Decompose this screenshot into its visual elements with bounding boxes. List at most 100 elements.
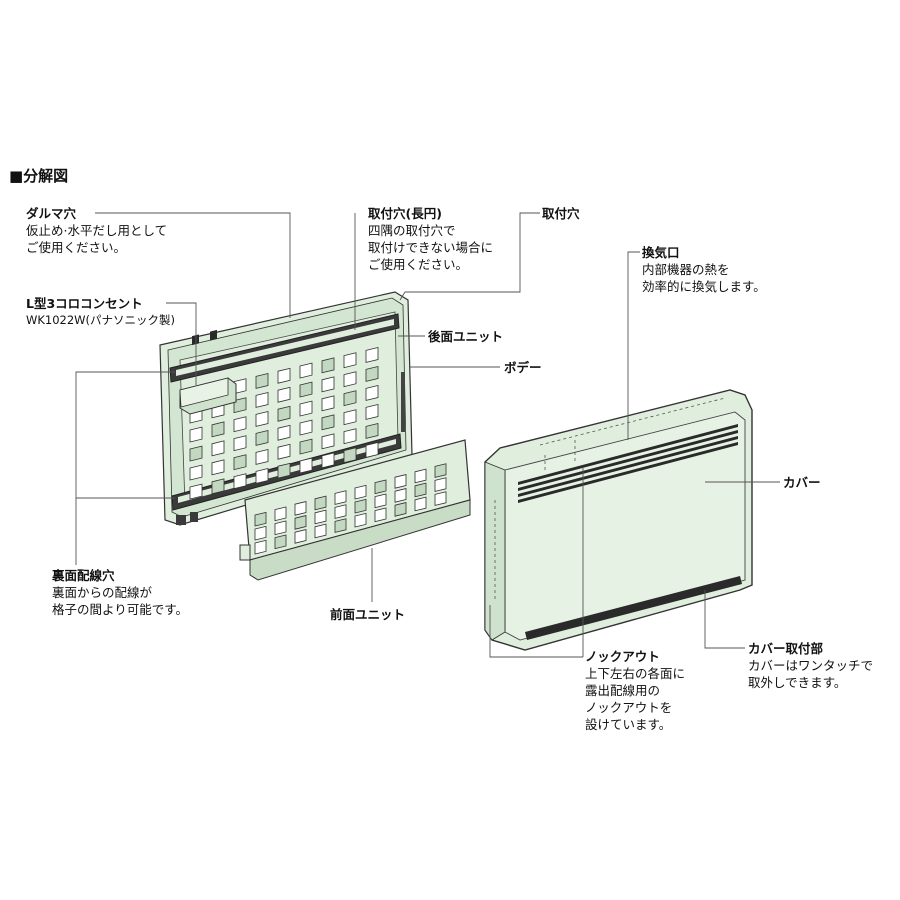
leader-knockout xyxy=(489,605,583,658)
label-daruma-title: ダルマ穴 xyxy=(26,206,77,221)
rear-grid-cell xyxy=(365,385,379,401)
label-body: ボデー xyxy=(504,359,542,376)
rear-grid-cell xyxy=(189,426,203,443)
front-grid-cell xyxy=(294,529,307,544)
leader-lines xyxy=(75,212,780,658)
rear-grid-cell xyxy=(299,438,313,455)
label-cover-mount: カバー取付部 カバーはワンタッチで 取外しできます。 xyxy=(748,640,873,691)
front-grid-cell xyxy=(354,498,367,514)
label-kanki-line1: 内部機器の熱を xyxy=(642,262,730,277)
front-grid-cell xyxy=(374,493,387,509)
body-side-holes xyxy=(401,372,405,432)
rear-grid-cell xyxy=(255,449,269,465)
front-grid-cell xyxy=(394,488,407,503)
label-cover-title: カバー xyxy=(783,475,821,490)
label-back-wiring-title: 裏面配線穴 xyxy=(52,568,115,583)
front-grid-cell xyxy=(374,479,387,495)
front-grid-cell xyxy=(274,520,287,536)
label-toritsuke-oval-line2: 取付けできない場合に xyxy=(368,240,494,255)
rear-grid-cell xyxy=(255,468,269,484)
rear-grid-cell xyxy=(233,473,247,490)
label-back-wiring-line2: 格子の間より可能です。 xyxy=(52,602,189,617)
rear-grid-cell xyxy=(299,400,313,417)
leader-cover-mount xyxy=(704,590,745,649)
leader-back-wiring xyxy=(75,371,175,565)
rear-grid-cell xyxy=(233,435,247,452)
rear-grid-cell xyxy=(343,390,357,407)
rear-unit-top-rail xyxy=(169,313,400,383)
front-grid-cell xyxy=(314,495,327,511)
label-knockout-line2: 露出配線用の xyxy=(585,683,661,698)
front-grid-cell xyxy=(434,491,447,506)
section-title: ■分解図 xyxy=(9,167,69,185)
front-grid-cell xyxy=(414,468,427,484)
rear-grid-cell xyxy=(343,352,357,369)
cover xyxy=(484,389,753,651)
rear-grid-cell xyxy=(255,430,269,446)
leader-toritsuke xyxy=(399,212,540,301)
rear-grid-cell xyxy=(255,373,269,389)
label-front-unit-title: 前面ユニット xyxy=(330,607,406,622)
label-daruma-line2: ご使用ください。 xyxy=(26,240,127,255)
label-front-unit: 前面ユニット xyxy=(330,606,405,623)
label-outlet: L型3コロコンセント WK1022W(パナソニック製) xyxy=(26,295,175,329)
label-kanki: 換気口 内部機器の熱を 効率的に換気します。 xyxy=(642,244,766,295)
rear-grid-cell xyxy=(233,416,247,433)
rear-grid-cell xyxy=(299,419,313,436)
label-cover-mount-title: カバー取付部 xyxy=(748,641,824,656)
front-grid-cell xyxy=(394,502,407,517)
label-toritsuke-oval-title: 取付穴(長円) xyxy=(368,206,442,221)
front-grid-cell xyxy=(354,512,367,528)
front-unit-grid xyxy=(254,463,447,555)
rear-grid-cell xyxy=(321,357,335,374)
label-cover: カバー xyxy=(783,474,821,491)
front-grid-cell xyxy=(314,523,327,539)
front-grid-cell xyxy=(274,534,287,550)
front-grid-cell xyxy=(334,504,347,519)
front-grid-cell xyxy=(334,490,347,505)
rear-grid-cell xyxy=(343,447,357,464)
rear-grid-cell xyxy=(299,362,313,379)
rear-grid-cell xyxy=(321,376,335,393)
label-toritsuke-oval-line3: ご使用ください。 xyxy=(368,257,469,272)
label-outlet-model: WK1022W(パナソニック製) xyxy=(26,313,176,327)
rear-grid-cell xyxy=(211,459,225,476)
label-daruma-line1: 仮止め·水平だし用として xyxy=(26,223,168,238)
front-grid-cell xyxy=(434,477,447,492)
rear-grid-cell xyxy=(321,433,335,450)
label-daruma: ダルマ穴 仮止め·水平だし用として ご使用ください。 xyxy=(26,205,167,256)
label-knockout-line3: ノックアウトを xyxy=(585,700,673,715)
label-outlet-title: L型3コロコンセント xyxy=(26,296,143,311)
rear-unit-grid xyxy=(189,347,379,500)
rear-grid-cell xyxy=(233,397,247,414)
rear-grid-cell xyxy=(211,421,225,438)
rear-grid-cell xyxy=(277,443,291,460)
rear-grid-cell xyxy=(277,367,291,384)
rear-grid-cell xyxy=(277,462,291,479)
front-grid-cell xyxy=(354,484,367,500)
leader-daruma xyxy=(95,212,291,318)
rear-grid-cell xyxy=(321,452,335,469)
front-grid-cell xyxy=(254,525,267,541)
rear-grid-cell xyxy=(189,464,203,481)
label-kanki-line2: 効率的に換気します。 xyxy=(642,279,766,294)
label-toritsuke-title: 取付穴 xyxy=(542,206,580,221)
outlet-block xyxy=(179,329,237,415)
front-unit xyxy=(239,439,471,581)
front-grid-cell xyxy=(414,482,427,498)
rear-grid-cell xyxy=(365,366,379,382)
cover-knockouts xyxy=(494,397,726,600)
front-grid-cell xyxy=(294,501,307,516)
vent-slot xyxy=(518,442,738,503)
label-kanki-title: 換気口 xyxy=(642,245,680,260)
front-grid-cell xyxy=(434,463,447,478)
label-cover-mount-line1: カバーはワンタッチで xyxy=(748,658,874,673)
rear-grid-cell xyxy=(189,445,203,462)
vent-slot xyxy=(518,430,738,491)
label-knockout-title: ノックアウト xyxy=(585,649,660,664)
leader-outlet xyxy=(166,302,197,385)
rear-grid-cell xyxy=(365,347,379,363)
vent-slot xyxy=(518,424,738,485)
rear-grid-cell xyxy=(255,411,269,427)
rear-grid-cell xyxy=(255,392,269,408)
